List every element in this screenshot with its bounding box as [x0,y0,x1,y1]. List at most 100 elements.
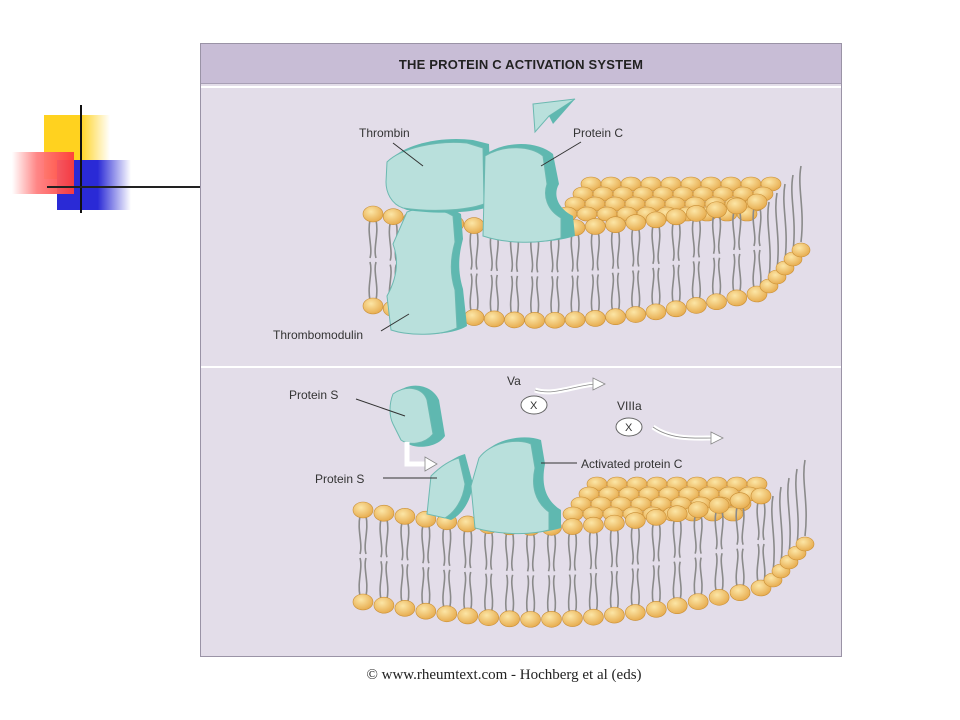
lipid-head [541,610,562,628]
label-protein-s-free: Protein S [289,388,338,402]
viiia-inhibit-circle [615,417,643,437]
lipid-tail [530,234,540,315]
lipid-tail [368,219,378,301]
lipid-head [645,211,667,229]
activated-protein-c [470,437,561,535]
lipid-tail [525,533,536,614]
deco-vertical-line [80,105,82,213]
lipid-tail [421,525,431,606]
protein-s-bound [426,454,473,520]
label-protein-s-bound: Protein S [315,472,364,486]
lipid-head [583,608,604,626]
title-bar: THE PROTEIN C ACTIVATION SYSTEM [201,44,841,84]
lipid-tail [771,495,775,573]
viiia-arrow-outline [652,426,714,439]
lipid-tail [691,219,702,300]
lipid-tail [442,527,452,608]
lipid-head [585,310,606,327]
top-lipid-bilayer [362,165,811,329]
lipid-head [394,600,416,617]
lipid-tail [651,225,661,307]
lipid-head [708,496,730,514]
lipid-tail [358,515,368,597]
lipid-head [686,297,707,314]
lipid-tail [550,234,560,315]
lipid-tail [504,532,515,613]
lipid-head [604,514,625,532]
lipid-head [585,218,606,235]
lipid-tail [803,459,807,537]
lipid-head [564,311,586,328]
lipid-head [352,593,374,611]
lipid-head [562,518,583,535]
va-arrow-head [592,377,606,391]
va-inhibit-circle [520,395,548,415]
lipid-head [625,604,646,621]
lipid-tail [400,522,410,603]
lipid-head [645,601,667,618]
lipid-tail [767,201,771,279]
lipid-head [478,609,499,626]
binding-arrow-head [424,456,438,472]
lipid-head [665,300,687,318]
label-thrombin: Thrombin [359,126,410,140]
activation-peptide-fragment [532,98,576,134]
lipid-tail [609,528,620,610]
thrombomodulin-protein [386,206,467,335]
lipid-head [483,310,505,328]
lipid-tail [672,519,682,600]
lipid-head [362,205,384,223]
lipid-tail [610,230,621,311]
lipid-head [605,308,626,326]
title-separator [201,86,841,88]
lipid-tail [756,501,766,583]
va-inhibit-symbol: X [530,400,538,412]
lipid-head [373,596,395,614]
viiia-arrow [651,424,714,441]
label-va: Va [507,374,521,388]
lipid-tail [588,530,599,612]
binding-arrow [404,442,427,467]
lipid-head [726,197,748,215]
lipid-tail [546,533,557,614]
lipid-head [605,216,626,234]
lipid-tail [630,526,640,607]
lipid-head [625,512,646,529]
panel-separator [201,366,841,368]
lipid-head [726,289,748,307]
lipid-head [373,504,395,522]
lipid-tail [775,192,779,270]
label-activated-protein-c: Activated protein C [581,457,683,471]
protein-c-protein [482,143,575,243]
label-thrombomodulin: Thrombomodulin [273,328,363,342]
lipid-head [415,602,437,620]
lipid-tail [489,232,499,314]
lipid-tail [714,511,724,592]
lipid-head [686,205,707,222]
lipid-tail [791,174,795,252]
lipid-tail [631,228,641,309]
viiia-arrow-head [710,431,724,445]
lipid-head [463,309,485,326]
lipid-tail [787,477,791,555]
lipid-head [645,303,667,321]
diagram-title: THE PROTEIN C ACTIVATION SYSTEM [398,57,644,72]
lipid-tail [671,222,681,303]
lipid-head [795,536,815,552]
lipid-head [562,610,583,627]
lipid-head [687,501,709,518]
lipid-tail [590,232,600,313]
lipid-head [708,588,730,606]
lipid-tail [795,468,799,546]
lipid-head [583,516,604,534]
lipid-head [520,611,541,628]
lipid-head [625,214,647,231]
lipid-tail [693,515,703,596]
lipid-head [504,311,525,329]
lipid-tail [651,523,661,604]
lipid-head [463,217,485,234]
lipid-head [687,593,709,610]
lipid-head [746,193,768,211]
lipid-tail [379,519,389,600]
lipid-tail [469,231,479,312]
